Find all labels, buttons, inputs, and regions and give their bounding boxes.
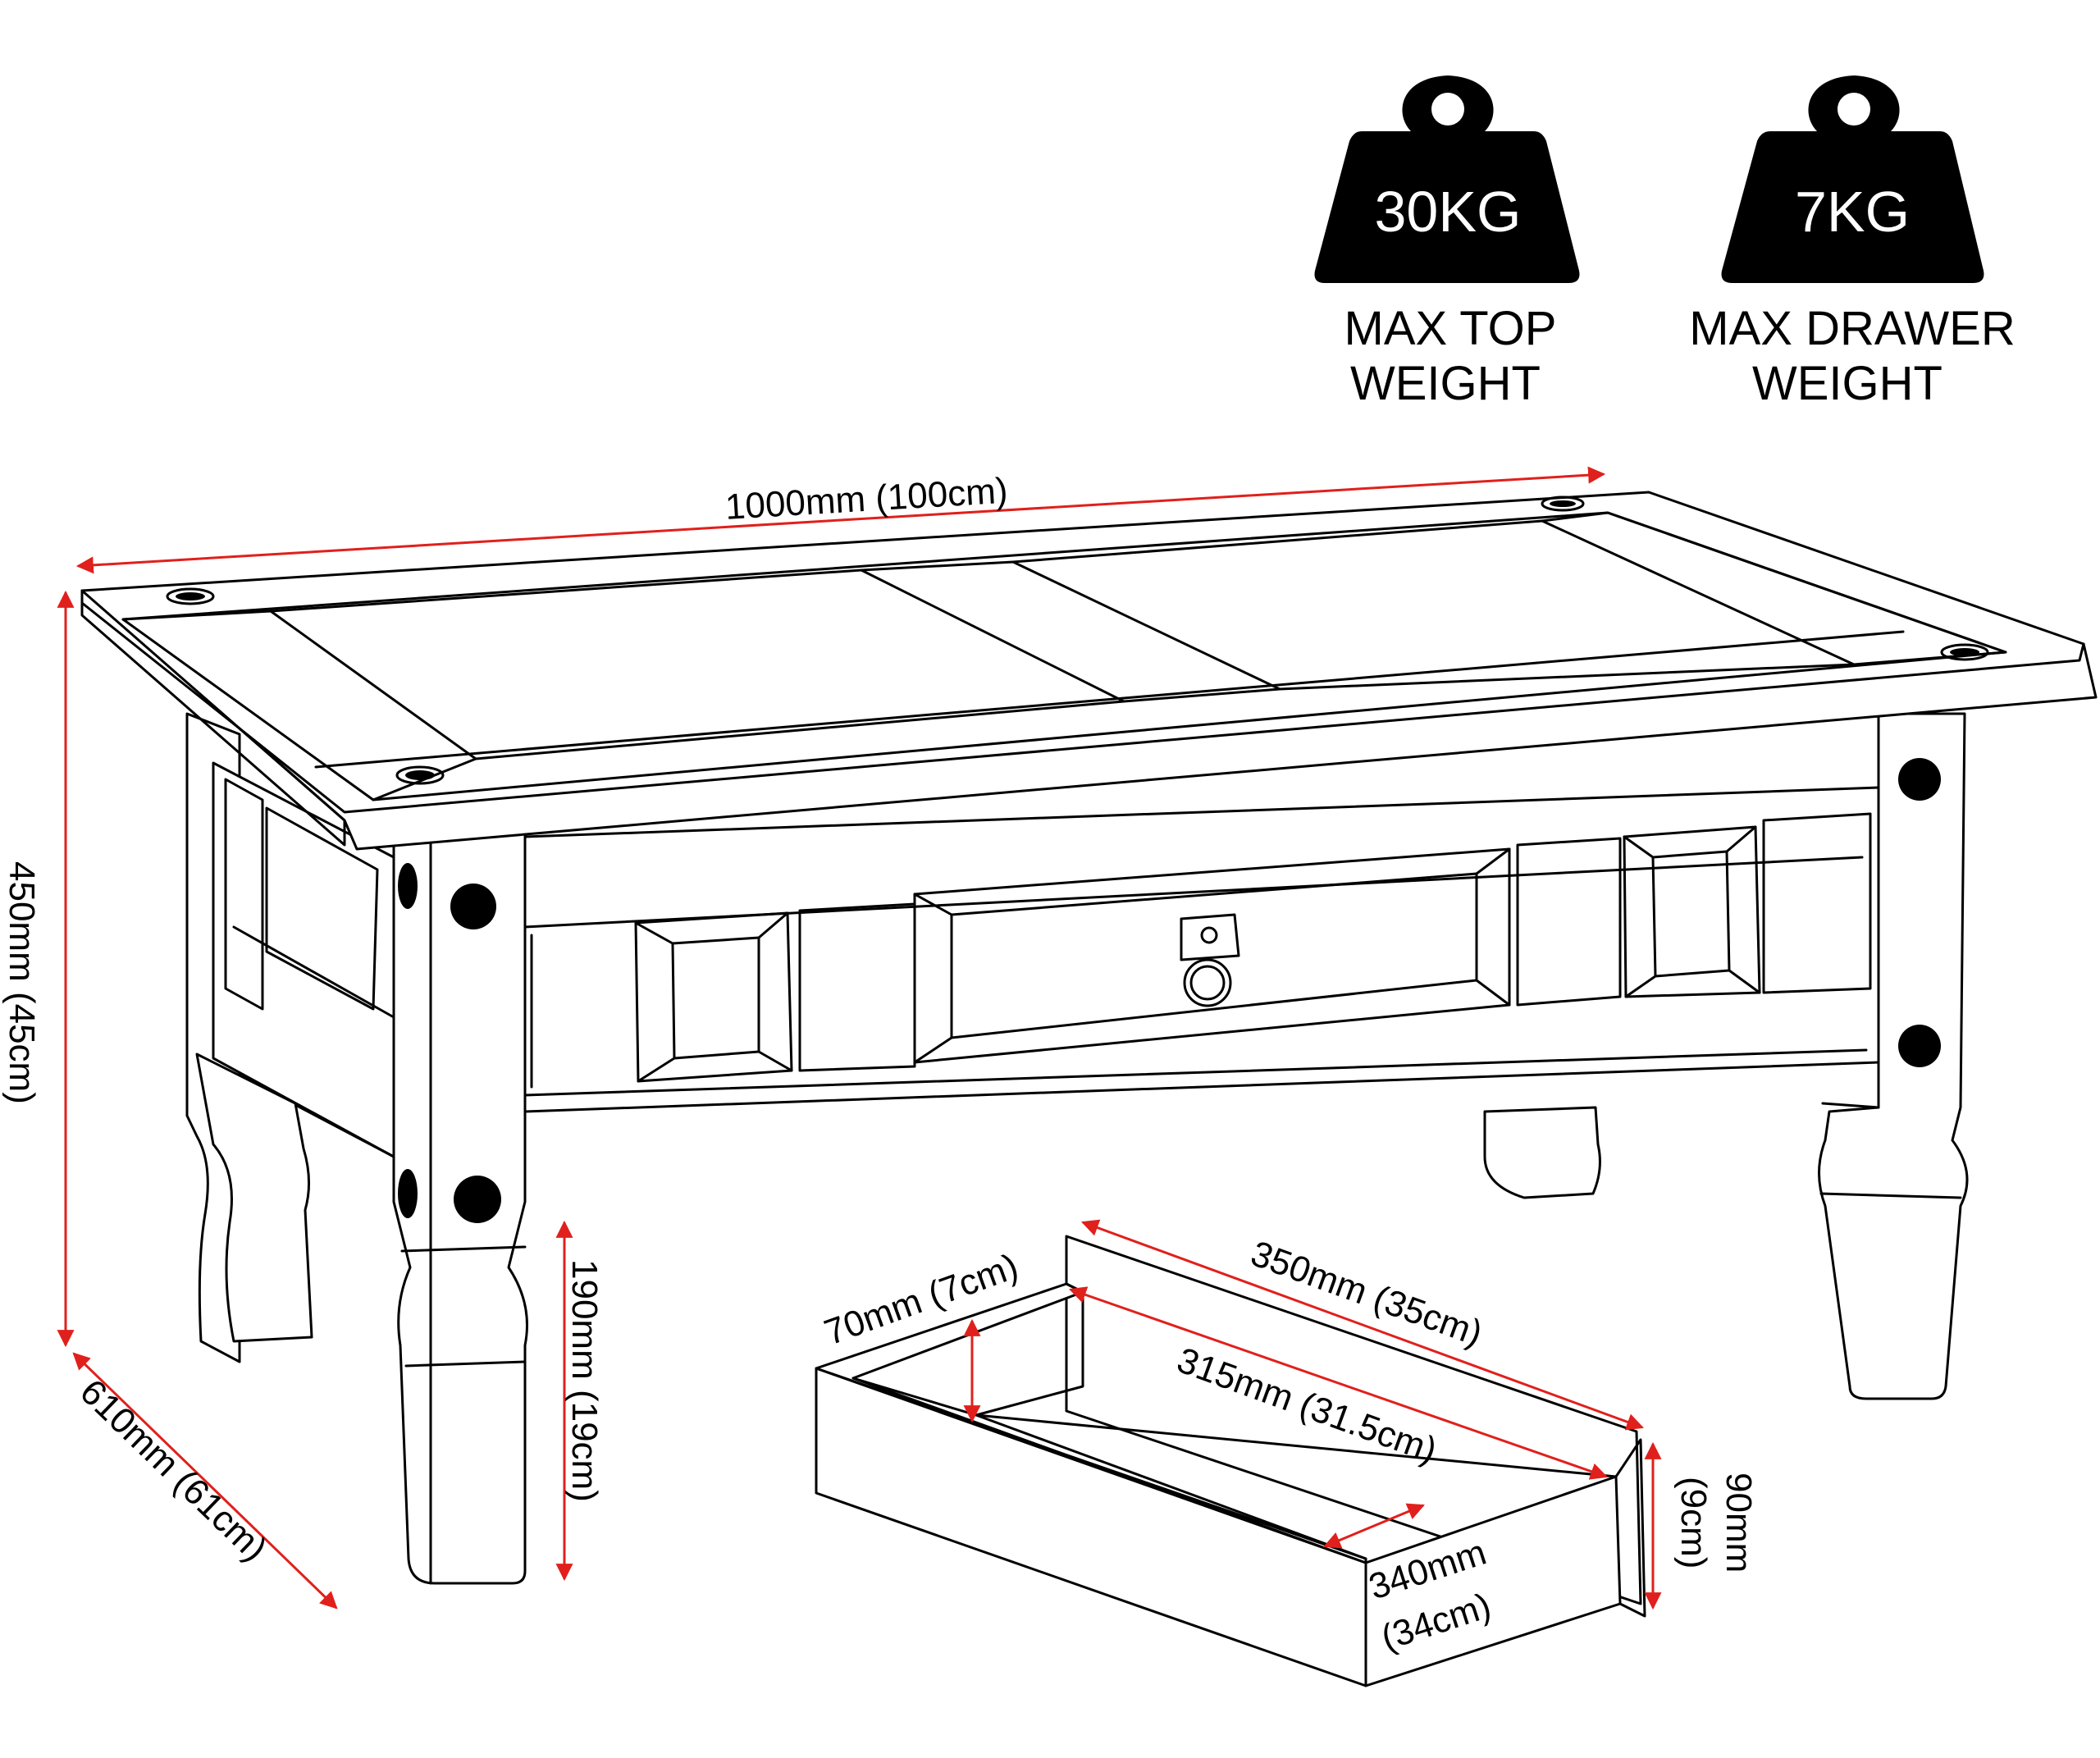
weight-value: 30KG xyxy=(1375,180,1522,244)
weight-icon xyxy=(1314,75,1580,283)
weight-label-line2: WEIGHT xyxy=(1752,357,1942,410)
height-label: 450mm (45cm) xyxy=(2,861,42,1104)
max-top-weight: 30KG MAX TOP WEIGHT xyxy=(1314,75,1580,410)
left-side-frame xyxy=(185,712,395,1363)
back-left-leg xyxy=(195,1053,313,1343)
weight-label-line2: WEIGHT xyxy=(1350,357,1541,410)
width-dimension-line xyxy=(75,466,1606,574)
coffee-table-drawing xyxy=(80,491,2098,1687)
weight-icon xyxy=(1721,75,1984,283)
drawer-ring-handle-icon xyxy=(1180,913,1240,1007)
drawer-width-line xyxy=(1323,1503,1425,1549)
width-label: 1000mm (100cm) xyxy=(724,471,1009,527)
front-right-leg xyxy=(1818,712,1969,1400)
max-drawer-weight: 7KG MAX DRAWER WEIGHT xyxy=(1689,75,2016,410)
clearance-label: 190mm (19cm) xyxy=(564,1259,605,1502)
dimension-lines xyxy=(57,466,1662,1610)
back-right-leg xyxy=(1483,1106,1601,1199)
drawer-inner-length-line xyxy=(1069,1286,1608,1480)
depth-label: 610mm (61cm) xyxy=(72,1372,275,1569)
weight-label-line1: MAX TOP xyxy=(1344,302,1557,355)
drawer-front-height-label: 90mm xyxy=(1719,1473,1759,1573)
front-left-leg xyxy=(392,827,528,1585)
drawer-front-height-label-cm: (9cm) xyxy=(1673,1477,1714,1569)
depth-dimension-line xyxy=(72,1352,338,1610)
weight-value: 7KG xyxy=(1795,180,1910,244)
weight-label-line1: MAX DRAWER xyxy=(1689,302,2015,355)
